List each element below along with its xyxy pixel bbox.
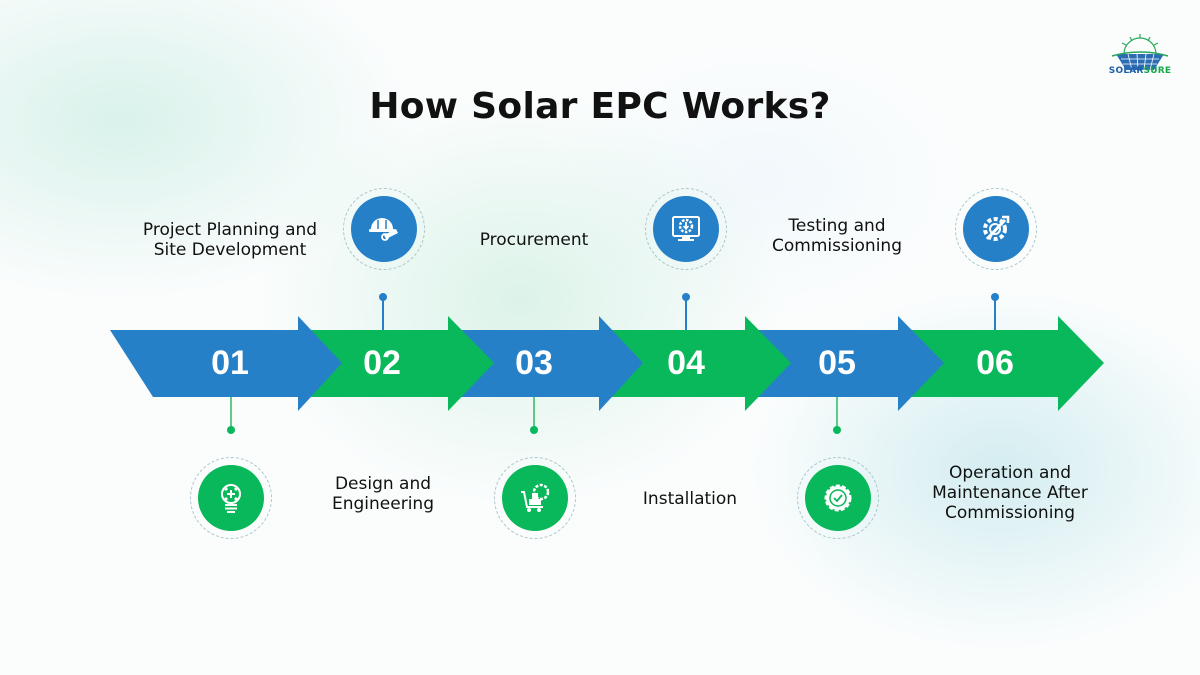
icon-ring-06 — [955, 188, 1037, 270]
step-number-04: 04 — [667, 344, 705, 382]
connector-06 — [994, 298, 996, 330]
connector-03 — [533, 397, 535, 429]
icon-circle-04 — [653, 196, 719, 262]
connector-05 — [836, 397, 838, 429]
solarsure-logo-icon — [1111, 34, 1169, 71]
arrow-03 — [454, 316, 643, 411]
step-label-04: Installation — [642, 489, 738, 509]
step-number-03: 03 — [515, 344, 553, 382]
lightbulb-network-icon — [221, 484, 241, 513]
icon-circle-03 — [502, 465, 568, 531]
badge-check-icon — [824, 484, 852, 512]
icon-circle-02 — [351, 196, 417, 262]
connector-04 — [685, 298, 687, 330]
cart-gear-icon — [521, 483, 550, 512]
icon-ring-03 — [494, 457, 576, 539]
icon-ring-01 — [190, 457, 272, 539]
step-number-01: 01 — [211, 344, 249, 382]
icon-circle-06 — [963, 196, 1029, 262]
step-label-05: Testing and Commissioning — [771, 216, 902, 256]
connector-dot-04 — [682, 293, 690, 301]
arrow-06 — [910, 316, 1104, 411]
arrow-02 — [302, 316, 494, 411]
connector-dot-02 — [379, 293, 387, 301]
icon-ring-05 — [797, 457, 879, 539]
connector-dot-03 — [530, 426, 538, 434]
step-number-05: 05 — [818, 344, 856, 382]
connector-02 — [382, 298, 384, 330]
logo-wordmark: SOLARSURE — [1108, 66, 1172, 76]
monitor-gear-download-icon — [672, 216, 700, 241]
arrow-05 — [758, 316, 944, 411]
icon-ring-04 — [645, 188, 727, 270]
connector-dot-05 — [833, 426, 841, 434]
step-label-06: Operation and Maintenance After Commissi… — [932, 463, 1088, 523]
hardhat-blueprint-icon — [369, 218, 398, 241]
arrow-01 — [110, 316, 342, 411]
step-number-06: 06 — [976, 344, 1014, 382]
step-label-02: Design and Engineering — [332, 474, 434, 514]
step-number-02: 02 — [363, 344, 401, 382]
page-title: How Solar EPC Works? — [369, 86, 831, 127]
connector-01 — [230, 397, 232, 429]
step-label-01: Project Planning and Site Development — [142, 220, 318, 260]
step-label-03: Procurement — [479, 230, 589, 250]
icon-circle-05 — [805, 465, 871, 531]
gear-wrench-icon — [983, 215, 1010, 241]
arrow-04 — [606, 316, 791, 411]
connector-dot-01 — [227, 426, 235, 434]
icon-circle-01 — [198, 465, 264, 531]
connector-dot-06 — [991, 293, 999, 301]
icon-ring-02 — [343, 188, 425, 270]
